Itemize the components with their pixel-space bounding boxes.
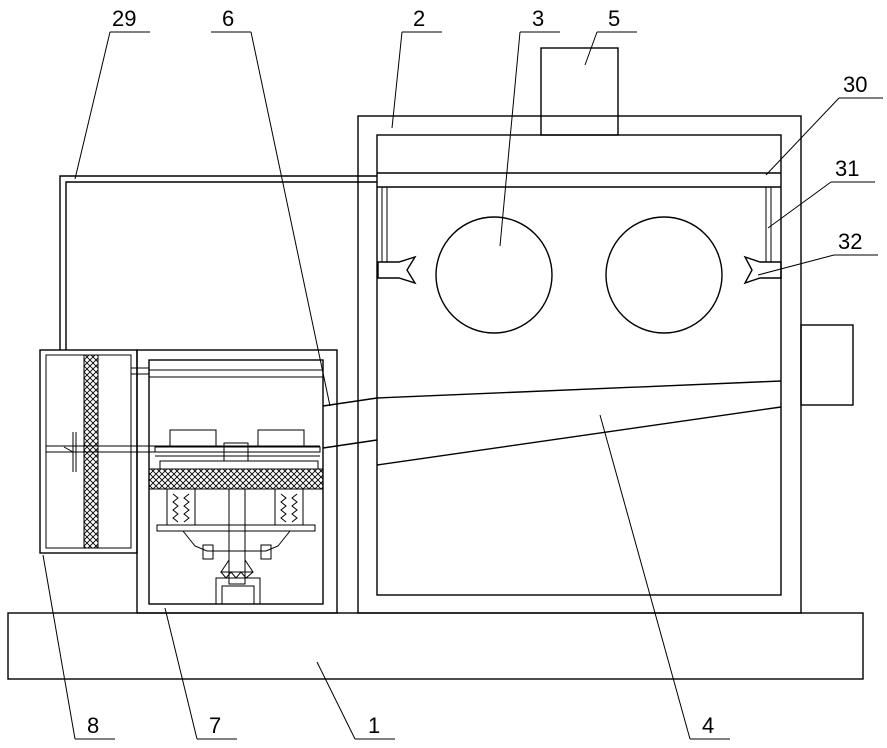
label-7: 7	[209, 713, 221, 738]
base-plate	[8, 613, 863, 679]
label-32: 32	[838, 229, 862, 254]
conduit	[131, 368, 149, 374]
inclined-chute	[377, 381, 781, 465]
label-8: 8	[87, 713, 99, 738]
top-motor	[541, 48, 618, 135]
label-1: 1	[368, 713, 380, 738]
label-31: 31	[835, 156, 859, 181]
label-2: 2	[413, 6, 425, 31]
main-housing	[358, 116, 853, 613]
side-rods	[382, 187, 771, 262]
top-rail	[377, 173, 781, 187]
label-5: 5	[608, 6, 620, 31]
label-6: 6	[222, 6, 234, 31]
connecting-duct	[323, 398, 377, 448]
drive-mechanism	[149, 430, 323, 604]
leader-lines	[43, 32, 883, 739]
label-3: 3	[532, 6, 544, 31]
rollers	[436, 217, 722, 333]
label-4: 4	[702, 713, 714, 738]
air-pipe	[60, 176, 377, 350]
label-29: 29	[112, 6, 136, 31]
label-30: 30	[843, 72, 867, 97]
